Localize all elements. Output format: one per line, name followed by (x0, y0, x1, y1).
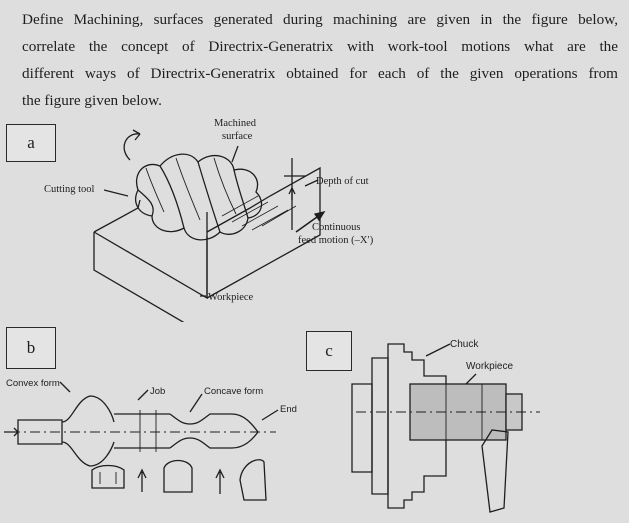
milling-cutter-outline (135, 153, 263, 241)
milling-cutter-teeth (137, 161, 249, 233)
workpiece-label-c: Workpiece (466, 361, 513, 372)
workpiece-label: Workpiece (208, 292, 254, 303)
concave-form-tool (163, 459, 193, 493)
question-line-1: Define Machining, surfaces generated dur… (22, 11, 618, 28)
feed-motion-arrowhead (313, 211, 326, 222)
job-leader (137, 389, 149, 401)
question-line-3: different ways of Directrix-Generatrix o… (22, 65, 618, 82)
job-left-arrow (4, 427, 19, 437)
convex-form-tool (91, 464, 125, 489)
depth-of-cut-arrow (288, 186, 296, 200)
figure-a-milling-diagram: Machined surface Cutting tool Depth of c… (44, 118, 374, 322)
job-left-end (17, 419, 63, 445)
rotation-arrowhead (132, 129, 141, 141)
feed-arrow-2 (215, 468, 225, 494)
question-text: Define Machining, surfaces generated dur… (22, 6, 618, 114)
figure-b-form-turning-diagram: Convex form Job Concave form End radius (4, 378, 300, 501)
chuck-back-plate (371, 357, 389, 495)
convex-form-tool-detail (99, 472, 117, 484)
machined-surface-label-2: surface (222, 131, 253, 142)
cutting-tool-leader (103, 189, 129, 197)
concave-form-label: Concave form (204, 386, 263, 397)
concave-form-top (169, 413, 259, 433)
feed-arrow-1 (137, 468, 147, 492)
figure-a-label: a (6, 124, 56, 162)
job-straight-section (114, 413, 170, 449)
convex-form-bottom (61, 441, 115, 467)
end-radius-tool (239, 459, 267, 501)
workpiece-block-front (206, 198, 321, 299)
workpiece-leader (465, 373, 477, 385)
concave-form-leader (189, 393, 203, 413)
figure-b-label: b (6, 327, 56, 369)
job-section-lines (139, 410, 157, 452)
chuck-label: Chuck (450, 339, 479, 350)
question-line-4: the figure given below. (22, 92, 162, 109)
workpiece-step (206, 166, 321, 233)
figure-c-label: c (306, 331, 352, 371)
end-radius-leader (261, 409, 279, 421)
question-line-2: correlate the concept of Directrix-Gener… (22, 38, 618, 55)
end-radius-label: End radius (280, 404, 300, 415)
cutting-tool (481, 429, 509, 513)
convex-form-top (61, 395, 115, 423)
chuck-spindle (351, 383, 373, 473)
convex-form-label: Convex form (6, 378, 60, 389)
machined-surface-hatch (221, 195, 297, 231)
chuck-body (387, 343, 447, 509)
machined-surface-leader (231, 145, 239, 163)
concave-form-bottom (169, 431, 259, 449)
rotation-arrow (123, 133, 141, 161)
workpiece-block-left (93, 199, 208, 322)
chuck-leader (425, 343, 451, 357)
job-label: Job (150, 386, 165, 397)
milling-cutter-flutes (145, 157, 237, 221)
depth-of-cut-label: Depth of cut (316, 176, 369, 187)
convex-form-leader (59, 381, 71, 393)
cutting-tool-label: Cutting tool (44, 184, 95, 195)
depth-of-cut-leader (304, 179, 319, 187)
machined-surface-label-1: Machined (214, 118, 257, 129)
feed-motion-label-2: feed motion (–X′) (298, 235, 374, 246)
figure-c-chuck-diagram: Chuck Workpiece (351, 339, 540, 513)
feed-motion-label-1: Continuous (312, 222, 360, 233)
